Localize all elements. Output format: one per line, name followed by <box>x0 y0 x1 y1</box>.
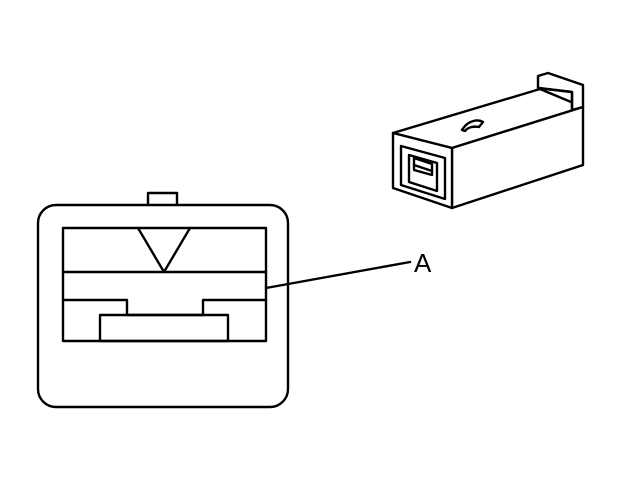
connector-isometric-view-icon <box>391 71 585 210</box>
callout-label-a: A <box>414 248 432 278</box>
callout-leader-line <box>264 260 412 290</box>
connector-front-view-icon <box>36 191 290 409</box>
